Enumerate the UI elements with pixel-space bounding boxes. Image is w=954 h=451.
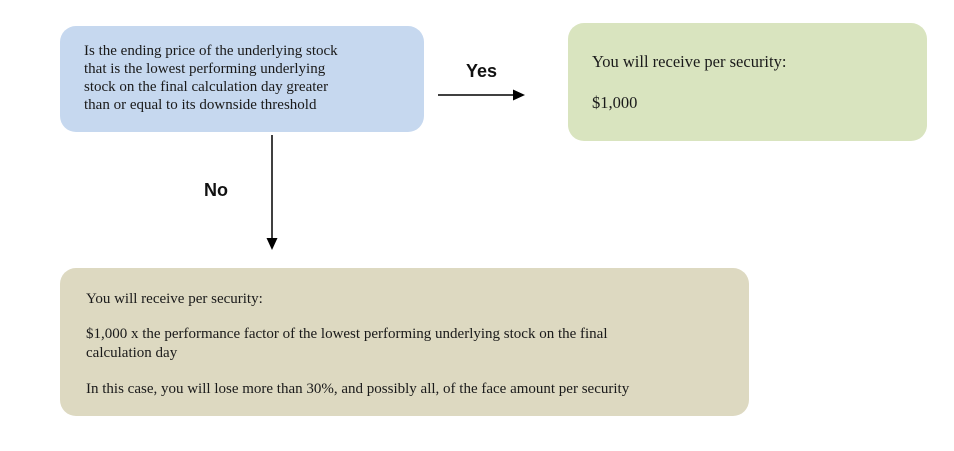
question-line: that is the lowest performing underlying <box>84 61 326 77</box>
question-box: Is the ending price of the underlying st… <box>60 26 424 132</box>
no-outcome-formula-line2: calculation day <box>86 345 178 361</box>
yes-label: Yes <box>466 61 498 81</box>
no-arrow <box>266 135 278 250</box>
no-outcome-note: In this case, you will lose more than 30… <box>86 381 630 397</box>
yes-outcome-heading: You will receive per security: <box>592 52 787 71</box>
no-label: No <box>204 180 228 200</box>
yes-outcome-box: You will receive per security: $1,000 <box>568 23 927 141</box>
no-outcome-box: You will receive per security: $1,000 x … <box>60 268 749 416</box>
question-line: than or equal to its downside threshold <box>84 97 317 113</box>
no-outcome-heading: You will receive per security: <box>86 291 263 307</box>
yes-outcome-amount: $1,000 <box>592 93 638 112</box>
yes-arrow <box>438 89 525 101</box>
no-outcome-formula-line1: $1,000 x the performance factor of the l… <box>86 326 608 342</box>
question-line: Is the ending price of the underlying st… <box>84 43 338 59</box>
question-line: stock on the final calculation day great… <box>84 79 329 95</box>
